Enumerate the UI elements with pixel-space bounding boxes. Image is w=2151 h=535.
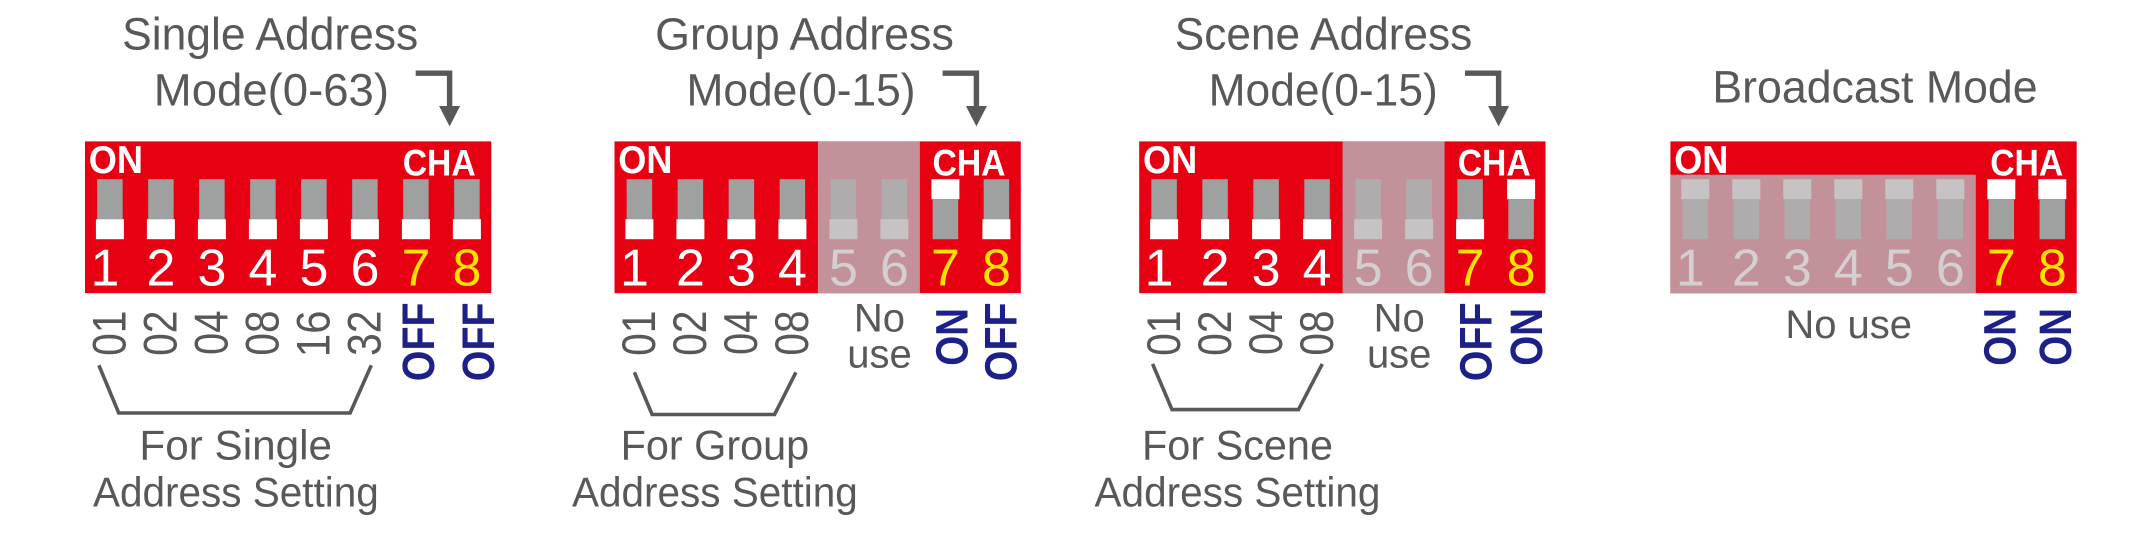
svg-text:CHA: CHA (1990, 142, 2063, 183)
svg-text:08: 08 (1290, 311, 1343, 356)
svg-text:08: 08 (236, 311, 289, 356)
svg-text:Address Setting: Address Setting (572, 469, 858, 515)
svg-text:Scene Address: Scene Address (1175, 9, 1473, 60)
svg-text:1: 1 (1145, 240, 1174, 298)
svg-text:01: 01 (1137, 310, 1190, 355)
svg-text:3: 3 (1783, 240, 1812, 298)
svg-text:ON: ON (1974, 308, 2025, 366)
svg-text:8: 8 (452, 240, 481, 298)
svg-text:For Scene: For Scene (1142, 422, 1333, 468)
svg-text:Address Setting: Address Setting (93, 469, 379, 515)
svg-text:01: 01 (83, 311, 136, 356)
svg-text:CHA: CHA (403, 142, 476, 183)
svg-text:2: 2 (1201, 240, 1230, 298)
svg-text:OFF: OFF (453, 302, 504, 381)
svg-text:32: 32 (338, 311, 391, 356)
svg-text:4: 4 (778, 240, 807, 298)
svg-text:CHA: CHA (1458, 142, 1531, 183)
svg-text:Address Setting: Address Setting (1095, 469, 1381, 515)
svg-text:Single Address: Single Address (122, 9, 418, 60)
svg-text:Mode(0-15): Mode(0-15) (686, 64, 915, 115)
svg-text:3: 3 (1252, 240, 1281, 298)
svg-text:02: 02 (1188, 310, 1241, 355)
svg-text:5: 5 (1885, 240, 1914, 298)
svg-text:No use: No use (1785, 303, 1912, 347)
svg-text:08: 08 (765, 311, 818, 356)
svg-text:01: 01 (612, 310, 665, 355)
svg-text:4: 4 (248, 240, 277, 298)
svg-text:7: 7 (931, 240, 960, 298)
svg-text:5: 5 (1354, 240, 1383, 298)
svg-text:7: 7 (1987, 240, 2016, 298)
svg-text:use: use (847, 332, 912, 376)
svg-text:2: 2 (1732, 240, 1761, 298)
svg-text:ON: ON (1143, 139, 1197, 182)
svg-text:6: 6 (1405, 240, 1434, 298)
svg-text:No: No (1374, 297, 1425, 341)
svg-text:02: 02 (134, 311, 187, 356)
svg-text:ON: ON (1501, 308, 1552, 366)
svg-text:4: 4 (1303, 240, 1332, 298)
svg-text:4: 4 (1834, 240, 1863, 298)
svg-text:No: No (854, 297, 905, 341)
svg-text:5: 5 (829, 240, 858, 298)
svg-text:8: 8 (982, 240, 1011, 298)
svg-text:7: 7 (1456, 240, 1485, 298)
svg-text:8: 8 (1507, 240, 1536, 298)
svg-text:OFF: OFF (393, 302, 444, 381)
svg-text:Group Address: Group Address (655, 9, 954, 60)
svg-text:5: 5 (299, 240, 328, 298)
svg-text:04: 04 (185, 311, 238, 356)
svg-text:02: 02 (663, 310, 716, 355)
svg-text:ON: ON (2030, 308, 2081, 366)
svg-text:6: 6 (1936, 240, 1965, 298)
svg-text:OFF: OFF (1451, 302, 1502, 381)
svg-text:3: 3 (727, 240, 756, 298)
svg-text:04: 04 (714, 311, 767, 356)
svg-text:16: 16 (287, 311, 340, 358)
svg-text:1: 1 (1676, 240, 1705, 298)
svg-text:2: 2 (676, 240, 705, 298)
svg-text:8: 8 (2038, 240, 2067, 298)
svg-text:1: 1 (620, 240, 649, 298)
svg-text:Mode(0-63): Mode(0-63) (154, 64, 389, 115)
svg-text:2: 2 (146, 240, 175, 298)
svg-text:Broadcast Mode: Broadcast Mode (1712, 61, 2037, 112)
svg-text:04: 04 (1239, 311, 1292, 356)
svg-text:Mode(0-15): Mode(0-15) (1209, 64, 1438, 115)
svg-text:ON: ON (1674, 139, 1728, 182)
svg-text:6: 6 (880, 240, 909, 298)
svg-text:ON: ON (89, 139, 143, 182)
svg-text:ON: ON (926, 308, 977, 366)
svg-text:6: 6 (350, 240, 379, 298)
svg-text:1: 1 (90, 240, 119, 298)
svg-text:3: 3 (197, 240, 226, 298)
svg-text:For Single: For Single (139, 422, 332, 468)
svg-text:CHA: CHA (933, 142, 1006, 183)
svg-text:ON: ON (618, 139, 672, 182)
svg-text:For Group: For Group (621, 422, 810, 468)
svg-text:OFF: OFF (975, 302, 1026, 381)
svg-text:7: 7 (401, 240, 430, 298)
svg-text:use: use (1367, 332, 1432, 376)
